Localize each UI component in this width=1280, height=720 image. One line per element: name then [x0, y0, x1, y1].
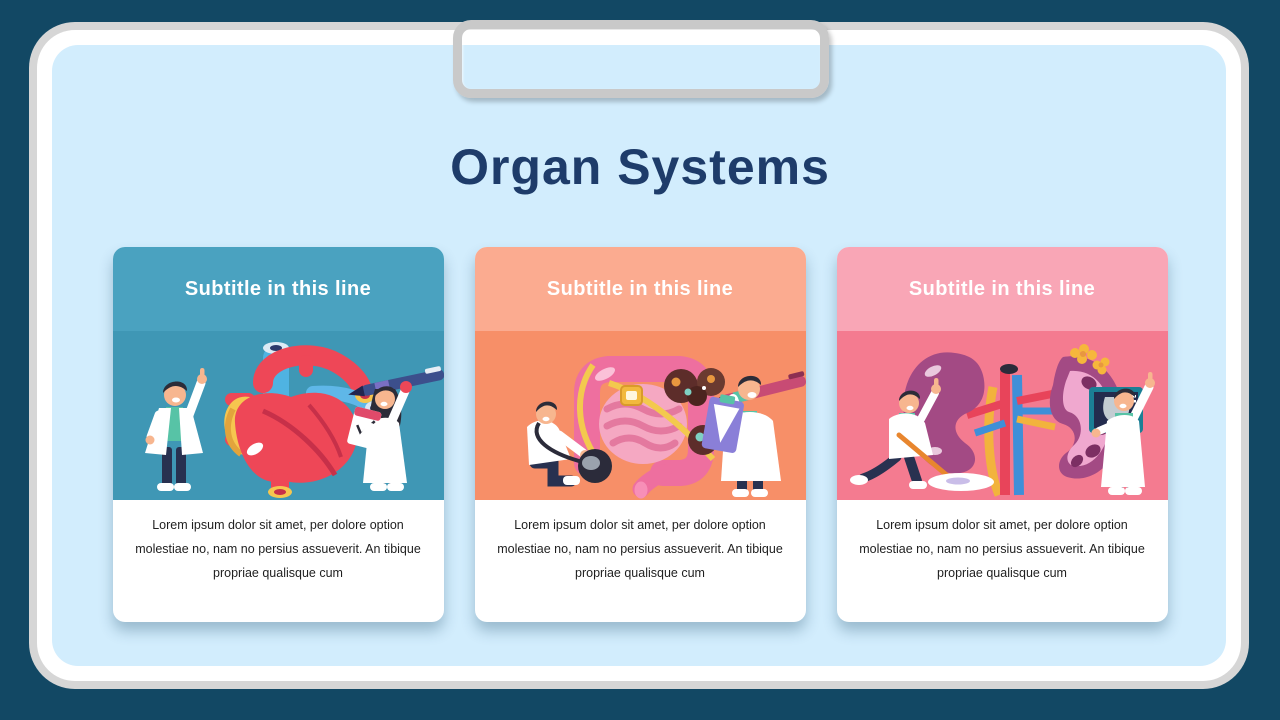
clipboard-clip	[453, 20, 829, 98]
intestine-illustration	[474, 331, 806, 500]
kidneys-anatomy-graphic	[849, 344, 1155, 497]
heart-anatomy-graphic	[144, 342, 444, 498]
doctor-left-figure	[849, 378, 994, 491]
card-description: Lorem ipsum dolor sit amet, per dolore o…	[859, 518, 1145, 580]
card-row: Subtitle in this line	[0, 247, 1280, 622]
kidney-vessels	[965, 364, 1058, 497]
doctor-left-figure	[526, 401, 612, 487]
heart-body	[223, 392, 357, 498]
slide-title: Organ Systems	[450, 139, 830, 195]
intestine-body	[573, 356, 715, 499]
card-subtitle: Subtitle in this line	[112, 247, 444, 331]
flower-cluster	[1069, 344, 1109, 375]
clipboard-graphic	[701, 394, 744, 453]
doctor-right-figure	[346, 366, 444, 491]
kidneys-illustration	[836, 331, 1168, 500]
card-digestive: Subtitle in this line	[474, 247, 806, 622]
doctor-right-figure	[1091, 372, 1155, 495]
intestine-anatomy-graphic	[526, 356, 806, 499]
card-description: Lorem ipsum dolor sit amet, per dolore o…	[497, 518, 783, 580]
card-description: Lorem ipsum dolor sit amet, per dolore o…	[135, 518, 421, 580]
card-subtitle: Subtitle in this line	[836, 247, 1168, 331]
heart-illustration	[112, 331, 444, 500]
card-renal: Subtitle in this line	[836, 247, 1168, 622]
card-subtitle: Subtitle in this line	[474, 247, 806, 331]
doctor-left-figure	[144, 368, 207, 491]
card-cardiovascular: Subtitle in this line	[112, 247, 444, 622]
doctor-right-figure	[701, 371, 806, 497]
